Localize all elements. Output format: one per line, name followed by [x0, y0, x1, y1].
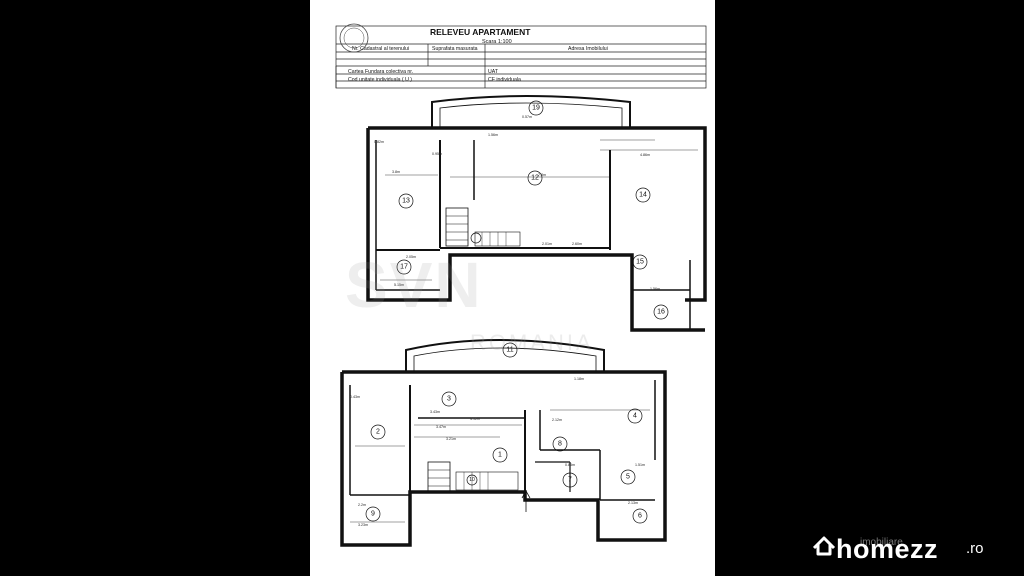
dim-label: 2.60m [572, 242, 582, 246]
lower-floor [340, 339, 667, 547]
dim-label: 0.85m [565, 463, 575, 467]
brand-faded-text: imobiliare [860, 537, 903, 548]
room-3-label: 3 [447, 396, 451, 403]
brand-tld: .ro [966, 540, 984, 557]
room-17-label: 17 [400, 264, 408, 271]
header-table [335, 25, 707, 89]
room-14-label: 14 [639, 192, 647, 199]
dim-label: 0.57m [522, 115, 532, 119]
dim-label: 2.01m [542, 242, 552, 246]
dim-label: 4.86m [640, 153, 650, 157]
dim-label: 0.43m [350, 395, 360, 399]
header-uat-label: UAT [488, 69, 498, 75]
header-address-label: Adresa Imobilului [568, 46, 608, 52]
room-19-label: 19 [532, 105, 540, 112]
brand-logo-icon [812, 536, 836, 556]
room-5-label: 5 [626, 474, 630, 481]
dim-label: 0.82m [374, 140, 384, 144]
header-cadastral-label: Nr. Cadastral al terenului [352, 46, 410, 52]
dim-label: 2.05m [406, 255, 416, 259]
dim-label: 3.23m [358, 523, 368, 527]
dim-label: 1.18m [574, 377, 584, 381]
dim-label: 1.51m [635, 463, 645, 467]
room-6-label: 6 [638, 513, 642, 520]
dim-label: 1.56m [650, 287, 660, 291]
dim-label: 3.21m [446, 437, 456, 441]
brand-name: homezz [836, 534, 939, 564]
room-13-label: 13 [402, 198, 410, 205]
header-cf-collective-label: Cartea Fundara colectiva nr. [348, 69, 414, 75]
dim-label: 7.8m [538, 173, 546, 177]
watermark-logo: SVN [345, 249, 483, 321]
upper-floor [366, 95, 707, 332]
plan-title: RELEVEU APARTAMENT [430, 27, 531, 37]
watermark-subtext: ROMANIA [470, 330, 594, 355]
room-7-label: 7 [568, 477, 572, 484]
dim-label: 3.8m [392, 170, 400, 174]
room-16-label: 16 [657, 309, 665, 316]
dim-label: 3.47m [436, 425, 446, 429]
dim-label: 0.95m [432, 152, 442, 156]
dim-label: 2.2m [358, 503, 366, 507]
dim-label: 2.13m [628, 501, 638, 505]
dim-label: 2.12m [552, 418, 562, 422]
dim-label: 3.43m [430, 410, 440, 414]
room-10-label: 10 [469, 477, 475, 483]
room-4-label: 4 [633, 413, 637, 420]
room-2-label: 2 [376, 429, 380, 436]
header-surface-label: Suprafata masurata [432, 46, 478, 52]
room-11-label: 11 [506, 347, 513, 354]
room-12-label: 12 [531, 175, 539, 182]
plan-scale: Scara 1:100 [482, 39, 512, 45]
stamp [339, 23, 369, 53]
floor-plan-drawing: 19 12 13 14 15 16 17 11 2 3 4 8 1 7 5 6 … [335, 23, 707, 547]
dim-label: 1.56m [488, 133, 498, 137]
room-1-label: 1 [498, 452, 502, 459]
header-unit-code-label: Cod unitate individuala ( U ) [348, 77, 413, 83]
dim-label: 5.15m [394, 283, 404, 287]
room-15-label: 15 [636, 259, 644, 266]
room-8-label: 8 [558, 441, 562, 448]
dim-label: 4.12m [470, 417, 480, 421]
room-9-label: 9 [371, 511, 375, 518]
header-cf-individual-label: CF individuala [488, 77, 521, 83]
